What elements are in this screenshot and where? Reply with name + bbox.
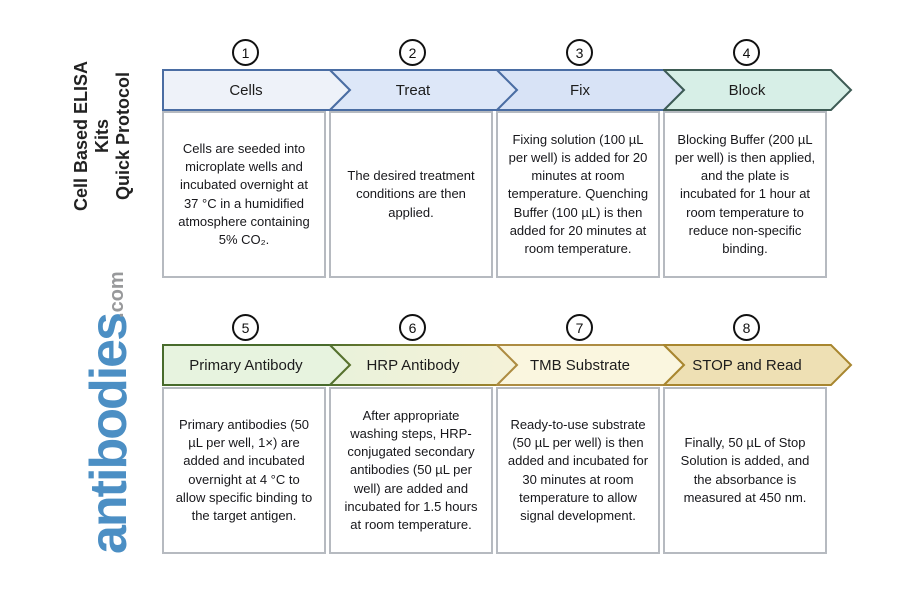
step-description-3: Fixing solution (100 µL per well) is add…: [507, 131, 649, 256]
step-number-badge-7: 7: [566, 314, 593, 341]
side-title-line2: Quick Protocol: [112, 71, 133, 201]
brand-logo: antibodies .com: [52, 260, 139, 554]
side-title: Cell Based ELISA Kits Quick Protocol: [71, 43, 133, 229]
step-number-badge-6: 6: [399, 314, 426, 341]
step-description-6: After appropriate washing steps, HRP-con…: [344, 407, 478, 532]
step-label-2: Treat: [395, 81, 431, 99]
brand-logo-text: antibodies: [80, 313, 139, 554]
step-description-7: Ready-to-use substrate (50 µL per well) …: [507, 416, 649, 523]
step-description-8: Finally, 50 µL of Stop Solution is added…: [680, 435, 810, 505]
step-label-7: TMB Substrate: [529, 356, 631, 374]
step-number-badge-4: 4: [733, 39, 760, 66]
step-arrow-4: [663, 69, 853, 111]
step-number-badge-8: 8: [733, 314, 760, 341]
step-label-6: HRP Antibody: [366, 356, 460, 374]
step-description-1: Cells are seeded into microplate wells a…: [178, 140, 310, 247]
step-number-7: 7: [575, 319, 584, 336]
step-label-1: Cells: [229, 81, 263, 99]
step-label-4: Block: [728, 81, 766, 99]
step-description-box-1: Cells are seeded into microplate wells a…: [162, 111, 326, 278]
step-arrow-8-shape: [663, 344, 853, 386]
step-label-8: STOP and Read: [692, 356, 802, 374]
step-number-8: 8: [742, 319, 751, 336]
step-description-2: The desired treatment conditions are the…: [347, 168, 475, 220]
step-number-badge-2: 2: [399, 39, 426, 66]
step-number-1: 1: [241, 44, 250, 61]
step-number-6: 6: [408, 319, 417, 336]
step-label-5: Primary Antibody: [189, 356, 303, 374]
step-description-box-7: Ready-to-use substrate (50 µL per well) …: [496, 387, 660, 554]
step-description-box-8: Finally, 50 µL of Stop Solution is added…: [663, 387, 827, 554]
step-description-4: Blocking Buffer (200 µL per well) is the…: [674, 131, 816, 256]
step-number-badge-1: 1: [232, 39, 259, 66]
step-number-2: 2: [408, 44, 417, 61]
step-number-5: 5: [241, 319, 250, 336]
step-description-box-6: After appropriate washing steps, HRP-con…: [329, 387, 493, 554]
step-number-3: 3: [575, 44, 584, 61]
side-title-line1: Cell Based ELISA Kits: [70, 60, 112, 212]
step-arrow-4-shape: [663, 69, 853, 111]
step-description-box-2: The desired treatment conditions are the…: [329, 111, 493, 278]
step-description-box-3: Fixing solution (100 µL per well) is add…: [496, 111, 660, 278]
step-description-box-4: Blocking Buffer (200 µL per well) is the…: [663, 111, 827, 278]
step-number-badge-5: 5: [232, 314, 259, 341]
step-arrow-8: [663, 344, 853, 386]
step-description-5: Primary antibodies (50 µL per well, 1×) …: [175, 416, 313, 523]
step-description-box-5: Primary antibodies (50 µL per well, 1×) …: [162, 387, 326, 554]
brand-logo-suffix: .com: [106, 271, 128, 318]
step-label-3: Fix: [570, 81, 590, 99]
step-number-badge-3: 3: [566, 39, 593, 66]
step-number-4: 4: [742, 44, 751, 61]
